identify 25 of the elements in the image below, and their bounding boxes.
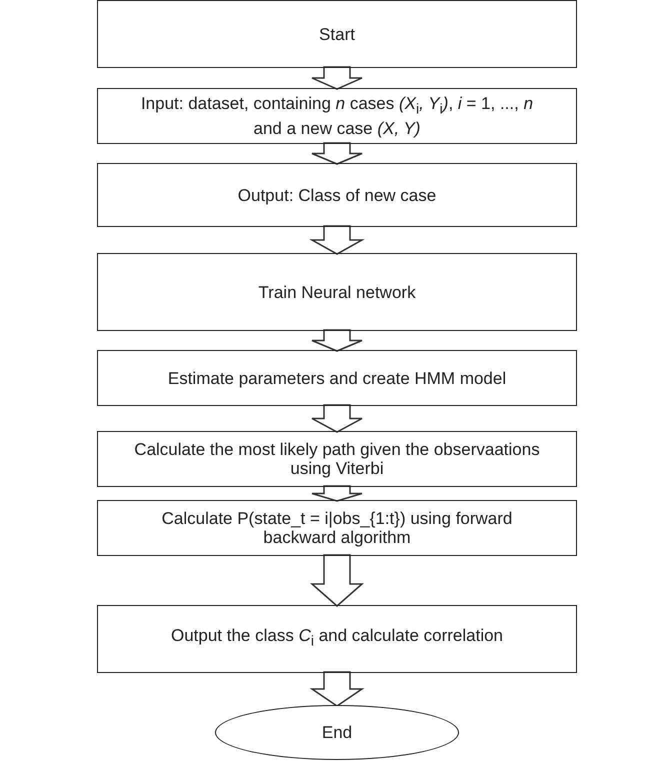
process-box bbox=[97, 0, 577, 68]
block-arrow bbox=[311, 485, 363, 502]
block-arrow bbox=[311, 404, 363, 433]
block-arrow bbox=[310, 671, 364, 707]
process-box bbox=[97, 431, 577, 487]
block-arrow bbox=[311, 142, 363, 165]
block-arrow bbox=[311, 66, 363, 90]
step-text: Start bbox=[319, 24, 355, 44]
process-box bbox=[97, 500, 577, 556]
step-text: End bbox=[322, 723, 352, 742]
process-box bbox=[97, 605, 577, 673]
step-text: Estimate parameters and create HMM model bbox=[168, 368, 506, 388]
block-arrow bbox=[311, 329, 363, 352]
block-arrow bbox=[310, 554, 364, 607]
process-box bbox=[97, 163, 577, 227]
process-box bbox=[97, 253, 577, 331]
block-arrow bbox=[309, 225, 365, 255]
process-box bbox=[97, 88, 577, 144]
step-text: Calculate the most likely path given the observaations using Viterbi bbox=[133, 440, 541, 478]
step-text: Input: dataset, containing n cases (X$_{i}$, Y$_{i}$), i = 1, ..., n and a new case (X, Y) bbox=[140, 94, 534, 138]
step-text: Output the class C$_{i}$ and calculate correlation bbox=[170, 626, 504, 652]
process-box bbox=[97, 350, 577, 406]
step-text: Output: Class of new case bbox=[238, 186, 436, 204]
step-text: Calculate P(state_t = i|obs_{1:t}) using forward backward algorithm bbox=[160, 509, 514, 547]
step-text: Train Neural network bbox=[258, 282, 416, 302]
